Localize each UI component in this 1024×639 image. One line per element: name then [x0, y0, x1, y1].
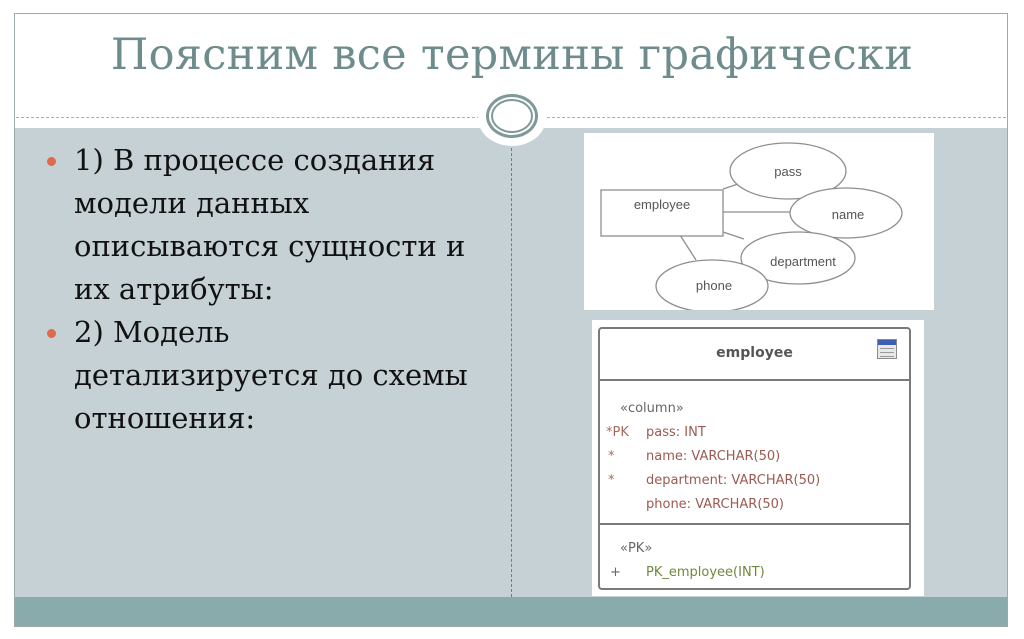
bullet-text: 1) В процессе создания модели данных опи…: [74, 143, 466, 306]
attribute-label: name: [832, 207, 865, 222]
attribute-label: phone: [696, 278, 732, 293]
bullet-list: 1) В процессе создания модели данных опи…: [40, 139, 480, 440]
attribute-label: department: [770, 254, 836, 269]
table-schema: employee «column» *PK pass: INT * name: …: [598, 327, 911, 590]
column-row: pass: INT: [646, 425, 706, 440]
key-marker: +: [610, 565, 621, 580]
bullet-dot-icon: [47, 329, 56, 338]
key-row: PK_employee(INT): [646, 565, 765, 580]
er-diagram: employee pass name department phone: [584, 133, 934, 310]
keys-stereotype: «PK»: [620, 541, 653, 556]
ornament-inner-ring-icon: [491, 99, 533, 133]
table-icon: [877, 339, 897, 359]
attribute-label: pass: [774, 164, 802, 179]
footer-bar: [15, 597, 1007, 626]
column-row: phone: VARCHAR(50): [646, 497, 784, 512]
table-schema-card: employee «column» *PK pass: INT * name: …: [592, 320, 924, 596]
ornament-ring-icon: [486, 94, 538, 138]
keys-section: «PK» + PK_employee(INT): [600, 525, 909, 589]
entity-box: [600, 189, 724, 237]
bullet-dot-icon: [47, 157, 56, 166]
column-marker: *PK: [606, 425, 629, 440]
column-row: department: VARCHAR(50): [646, 473, 821, 488]
column-row: name: VARCHAR(50): [646, 449, 781, 464]
table-header: employee: [600, 329, 909, 381]
column-divider: [511, 148, 512, 597]
entity-label: employee: [634, 197, 690, 212]
bullet-item: 2) Модель детализируется до схемы отноше…: [40, 311, 480, 440]
bullet-text: 2) Модель детализируется до схемы отноше…: [74, 315, 468, 435]
columns-stereotype: «column»: [620, 401, 684, 416]
er-diagram-graphic: employee pass name department phone: [600, 142, 903, 310]
columns-section: «column» *PK pass: INT * name: VARCHAR(5…: [600, 381, 909, 525]
column-marker: *: [608, 449, 615, 464]
bullet-item: 1) В процессе создания модели данных опи…: [40, 139, 480, 311]
slide-title: Поясним все термины графически: [110, 30, 914, 80]
table-name: employee: [716, 345, 793, 361]
column-marker: *: [608, 473, 615, 488]
